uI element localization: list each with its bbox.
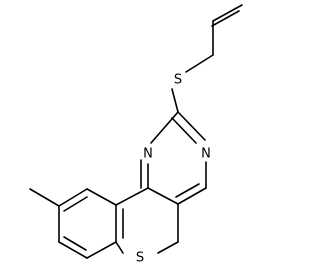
bond-ch2-s-ring: [157, 241, 179, 254]
atom-label-s-ring: S: [136, 251, 144, 266]
atom-label-s-top: S: [174, 73, 182, 88]
bond-c-c-right-a: [177, 187, 207, 205]
bond-c2-n-left: [150, 111, 179, 144]
bond-benzene-top: [115, 187, 149, 206]
bond-s-ring-benzene: [115, 241, 124, 254]
bond-vinyl-terminal-b: [211, 10, 240, 27]
bond-benzene-bottom-a: [58, 241, 88, 259]
bond-c-c-right-b: [175, 183, 200, 198]
bond-vinyl-terminal-a: [212, 4, 243, 22]
bond-ch2-s: [185, 54, 214, 73]
atom-label-n-left: N: [143, 147, 153, 162]
bond-benzene-bottom-b: [63, 236, 87, 251]
bond-methyl: [29, 188, 60, 207]
bond-s-c2: [171, 88, 179, 113]
bond-benzene-top-left-b: [63, 196, 88, 212]
bond-ring-fusion: [147, 187, 179, 205]
bond-benzene-top-left-a: [58, 188, 88, 207]
molecule-diagram: S N N S: [29, 4, 243, 266]
atom-label-n-right: N: [201, 147, 211, 162]
structure-canvas: S N N S: [29, 4, 243, 266]
bond-c2-n-right-a: [177, 111, 206, 141]
bond-benzene-top-right: [86, 188, 117, 206]
bond-benzene-bottom-right: [86, 241, 117, 259]
bond-c2-n-right-b: [171, 117, 197, 144]
